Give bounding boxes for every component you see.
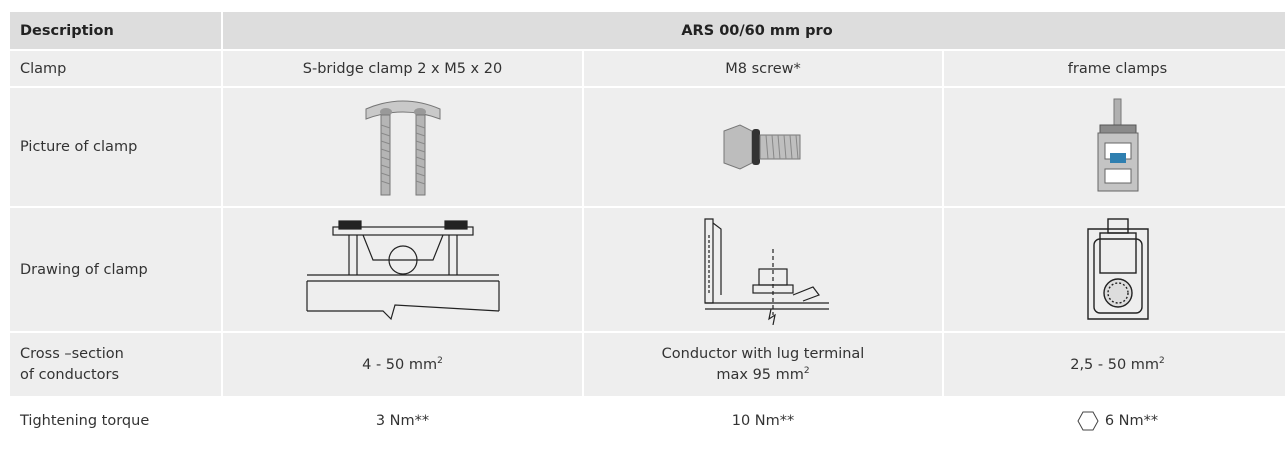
m8-screw-drawing	[584, 208, 942, 331]
torque-m8-screw: 10 Nm**	[584, 398, 942, 443]
cross-frame-value: 2,5 - 50 mm	[1070, 356, 1160, 373]
frame-clamp-photo	[944, 88, 1285, 206]
spec-table-container: Description ARS 00/60 mm pro Clamp S-bri…	[10, 10, 1285, 445]
clamp-spec-table: Description ARS 00/60 mm pro Clamp S-bri…	[8, 10, 1285, 445]
torque-s-bridge: 3 Nm**	[223, 398, 582, 443]
table-row-clamp: Clamp S-bridge clamp 2 x M5 x 20 M8 scre…	[10, 51, 1285, 86]
row-label-cross-section: Cross –section of conductors	[10, 333, 221, 396]
cross-m8-line2: max 95 mm	[716, 366, 804, 383]
frame-clamp-drawing	[944, 208, 1285, 331]
table-row-torque: Tightening torque 3 Nm** 10 Nm** 6 Nm**	[10, 398, 1285, 443]
row-label-torque: Tightening torque	[10, 398, 221, 443]
hexagon-icon	[1077, 411, 1099, 430]
clamp-s-bridge: S-bridge clamp 2 x M5 x 20	[223, 51, 582, 86]
clamp-m8-screw: M8 screw*	[584, 51, 942, 86]
table-row-picture: Picture of clamp	[10, 88, 1285, 206]
cross-label-line2: of conductors	[20, 366, 120, 383]
clamp-frame: frame clamps	[944, 51, 1285, 86]
table-header-row: Description ARS 00/60 mm pro	[10, 12, 1285, 49]
s-bridge-clamp-drawing	[223, 208, 582, 331]
cross-s-bridge: 4 - 50 mm2	[223, 333, 582, 396]
cross-m8-sup: 2	[803, 365, 810, 376]
m8-screw-photo	[584, 88, 942, 206]
row-label-drawing: Drawing of clamp	[10, 208, 221, 331]
cross-frame-sup: 2	[1159, 355, 1165, 366]
cross-s-bridge-value: 4 - 50 mm	[362, 356, 438, 373]
torque-frame-value: 6 Nm**	[1104, 412, 1159, 429]
cross-s-bridge-sup: 2	[437, 355, 443, 366]
row-label-picture: Picture of clamp	[10, 88, 221, 206]
cross-m8-line1: Conductor with lug terminal	[661, 345, 865, 362]
description-header: Description	[10, 12, 221, 49]
row-label-clamp: Clamp	[10, 51, 221, 86]
s-bridge-clamp-photo	[223, 88, 582, 206]
table-row-cross-section: Cross –section of conductors 4 - 50 mm2 …	[10, 333, 1285, 396]
cross-m8-screw: Conductor with lug terminal max 95 mm2	[584, 333, 942, 396]
table-row-drawing: Drawing of clamp	[10, 208, 1285, 331]
cross-label-line1: Cross –section	[20, 345, 124, 362]
product-header: ARS 00/60 mm pro	[223, 12, 1285, 49]
torque-frame: 6 Nm**	[944, 398, 1285, 443]
cross-frame: 2,5 - 50 mm2	[944, 333, 1285, 396]
